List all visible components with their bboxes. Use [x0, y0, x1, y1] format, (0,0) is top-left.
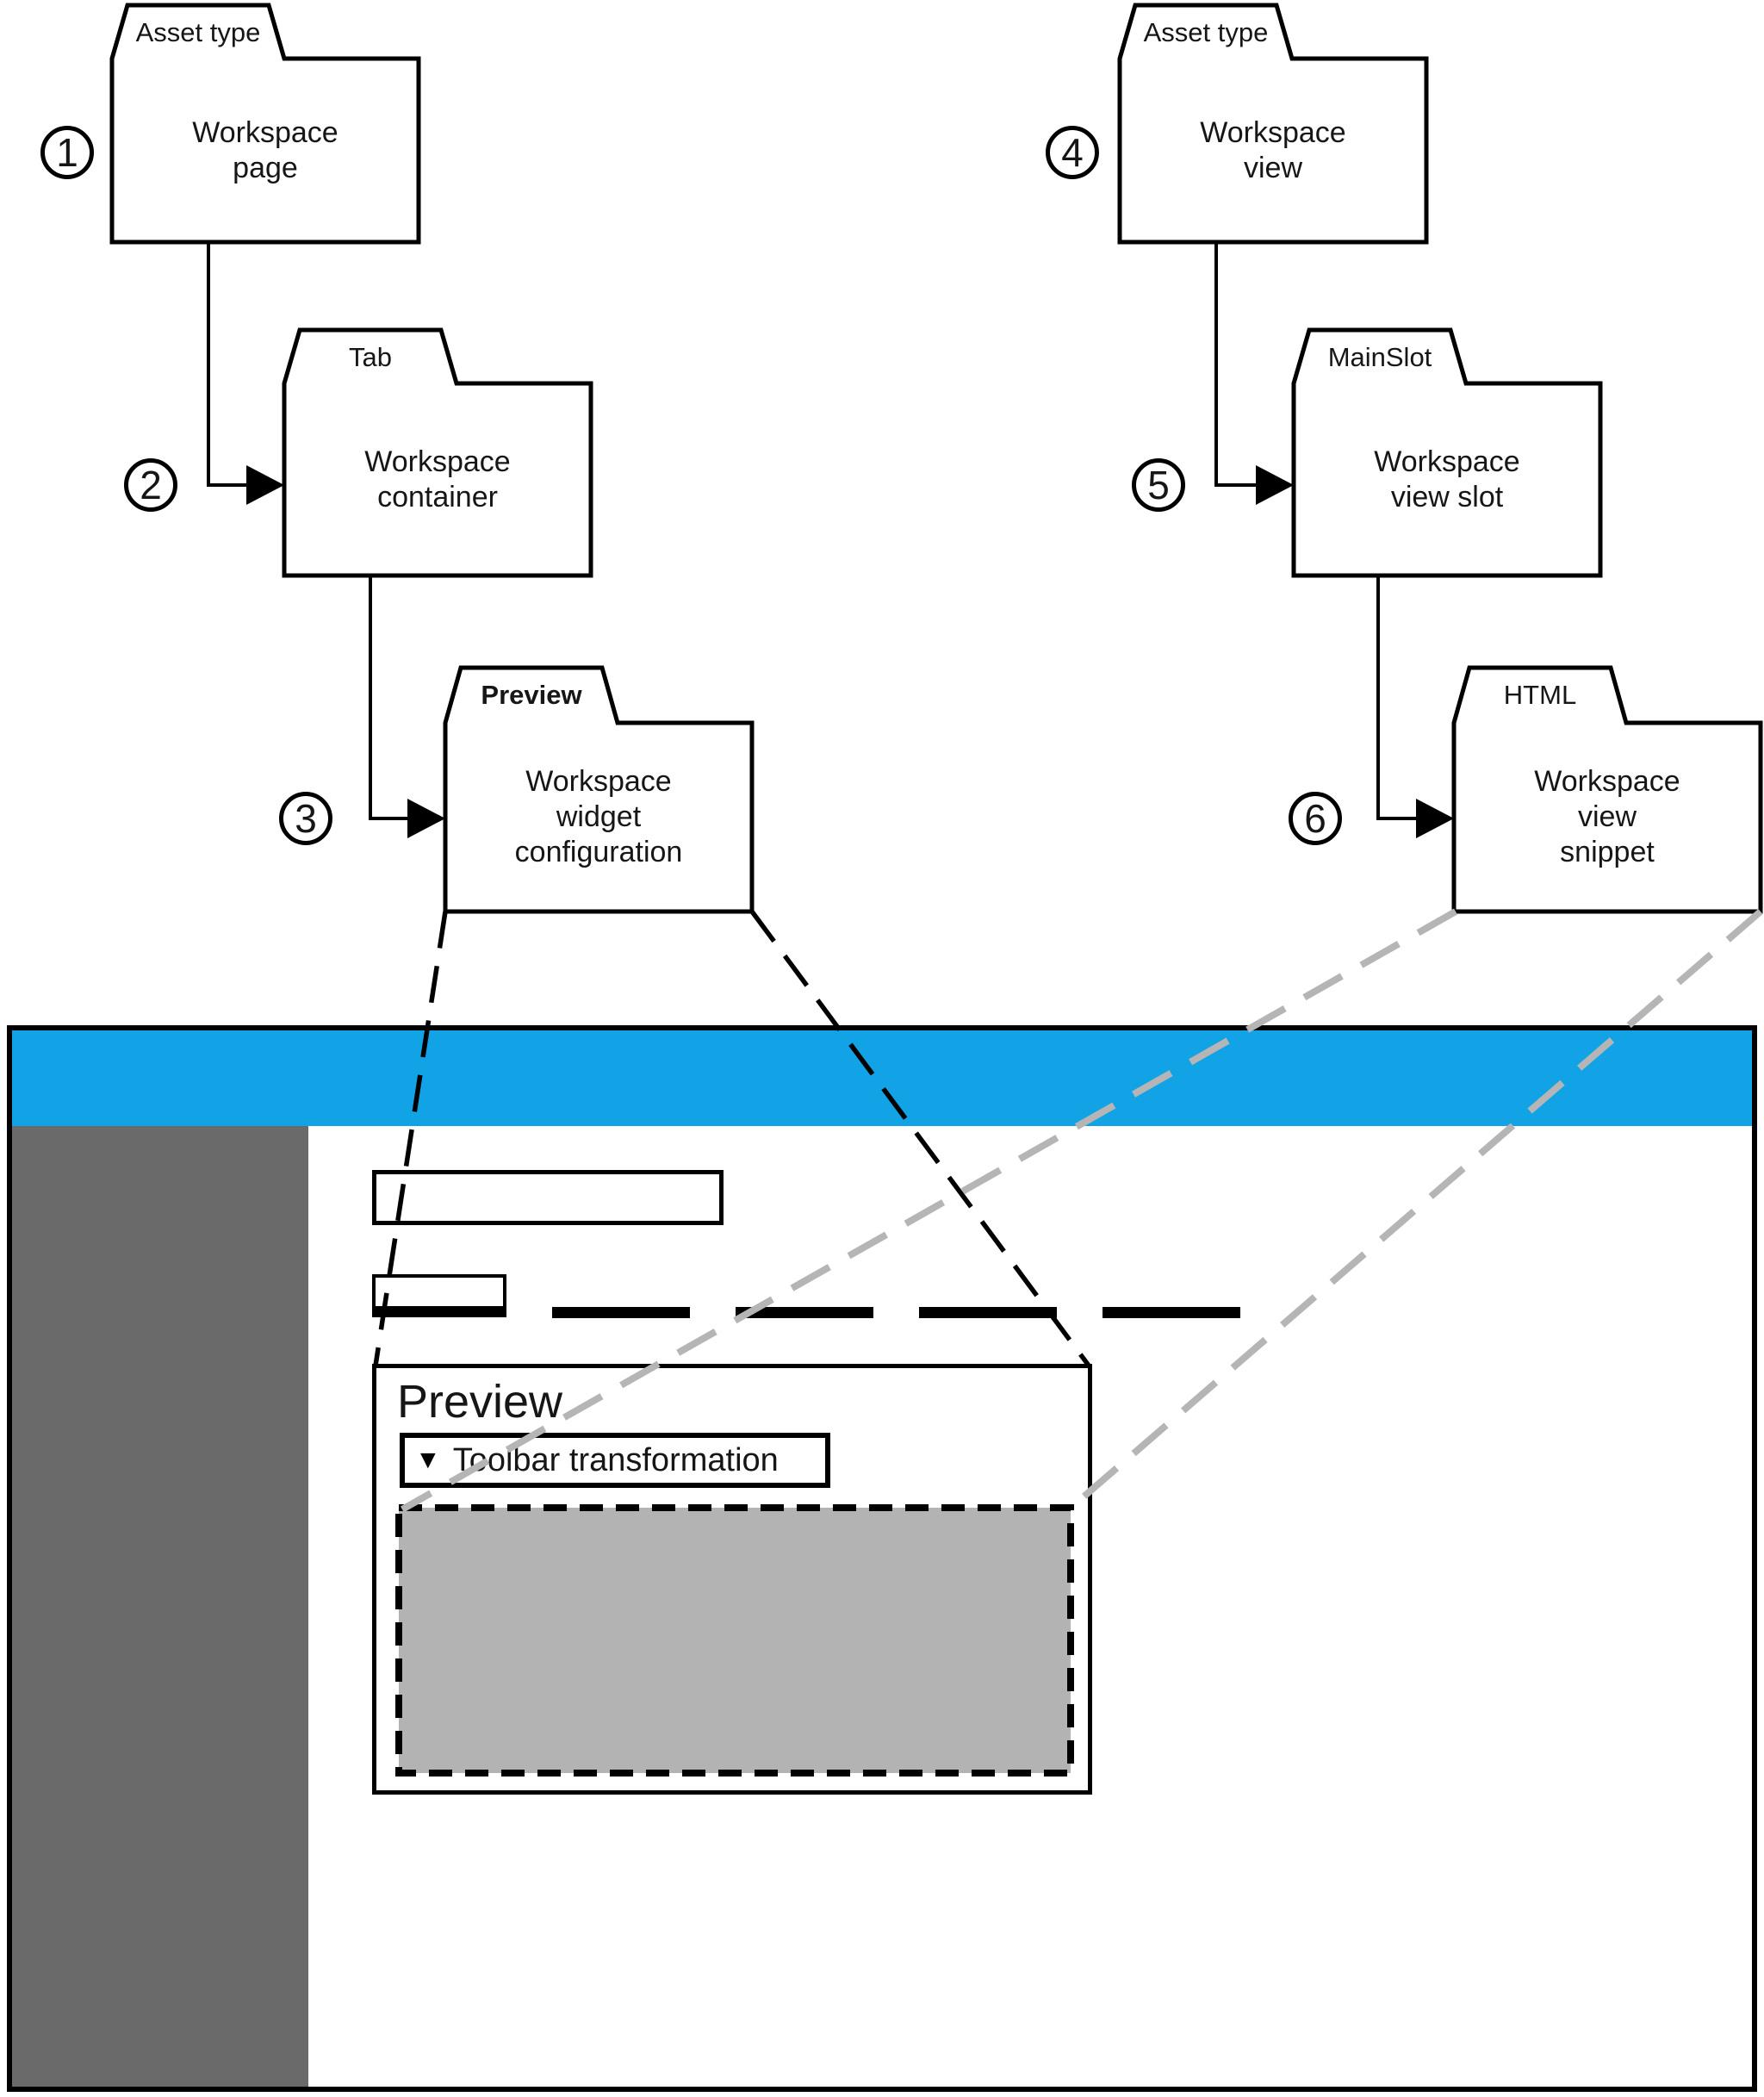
folder-body-label-workspace-page: Workspace page — [192, 115, 339, 184]
arrowhead-view-to-slot — [1256, 465, 1294, 505]
folder-shape-workspace-view — [1117, 3, 1429, 245]
step-badge-1: 1 — [40, 126, 94, 179]
arrowhead-page-to-container — [246, 465, 284, 505]
step-badge-4: 4 — [1046, 126, 1099, 179]
step-badge-2: 2 — [124, 458, 177, 512]
toolbar-transformation-dropdown: ▼ Toolbar transformation — [400, 1433, 830, 1488]
folder-body-label-workspace-view: Workspace view — [1200, 115, 1346, 184]
folder-tab-label-tab: Tab — [349, 342, 392, 372]
folder-body-label-workspace-container: Workspace container — [364, 445, 511, 513]
mockup-field-placeholder-large — [372, 1170, 724, 1225]
step-badge-5: 5 — [1132, 458, 1185, 512]
mockup-dashed-rule-segment — [552, 1307, 690, 1318]
preview-panel: Preview ▼ Toolbar transformation — [372, 1364, 1092, 1795]
dropdown-caret-icon: ▼ — [415, 1446, 441, 1474]
folder-body-label-workspace-view-snippet: Workspace view snippet — [1534, 765, 1680, 868]
mockup-dashed-rule-segment — [736, 1307, 873, 1318]
app-window-mockup: Preview ▼ Toolbar transformation — [7, 1025, 1757, 2092]
folder-shape-workspace-view-snippet — [1451, 665, 1763, 914]
step-badge-3: 3 — [279, 792, 332, 845]
step-badge-6: 6 — [1289, 792, 1342, 845]
connector-page-to-container — [207, 242, 246, 487]
folder-tab-label-preview: Preview — [481, 680, 582, 710]
folder-shape-workspace-page — [109, 3, 421, 245]
connector-view-to-slot — [1214, 242, 1256, 487]
mockup-field-placeholder-small — [372, 1274, 506, 1317]
toolbar-transformation-label: Toolbar transformation — [452, 1441, 779, 1478]
connector-slot-to-snippet — [1376, 576, 1416, 820]
mockup-dashed-rule-segment — [919, 1307, 1057, 1318]
folder-shape-workspace-container — [282, 327, 593, 578]
mockup-dashed-rule-segment — [1102, 1307, 1240, 1318]
folder-shape-workspace-view-slot — [1291, 327, 1603, 578]
folder-body-label-workspace-view-slot: Workspace view slot — [1374, 445, 1520, 513]
arrowhead-slot-to-snippet — [1416, 799, 1454, 838]
folder-tab-label-asset-type-1: Asset type — [135, 17, 261, 47]
folder-tab-label-mainslot: MainSlot — [1327, 342, 1432, 372]
folder-body-label-workspace-widget-configuration: Workspace widget configuration — [514, 765, 683, 868]
folder-tab-label-html: HTML — [1503, 680, 1577, 710]
arrowhead-container-to-widget — [407, 799, 445, 838]
connector-container-to-widget — [369, 576, 407, 820]
folder-tab-label-asset-type-2: Asset type — [1143, 17, 1269, 47]
folder-shape-workspace-widget-configuration — [443, 665, 755, 914]
preview-panel-title: Preview — [397, 1376, 563, 1428]
mockup-sidebar — [12, 1126, 308, 2087]
mockup-header-bar — [12, 1030, 1752, 1126]
